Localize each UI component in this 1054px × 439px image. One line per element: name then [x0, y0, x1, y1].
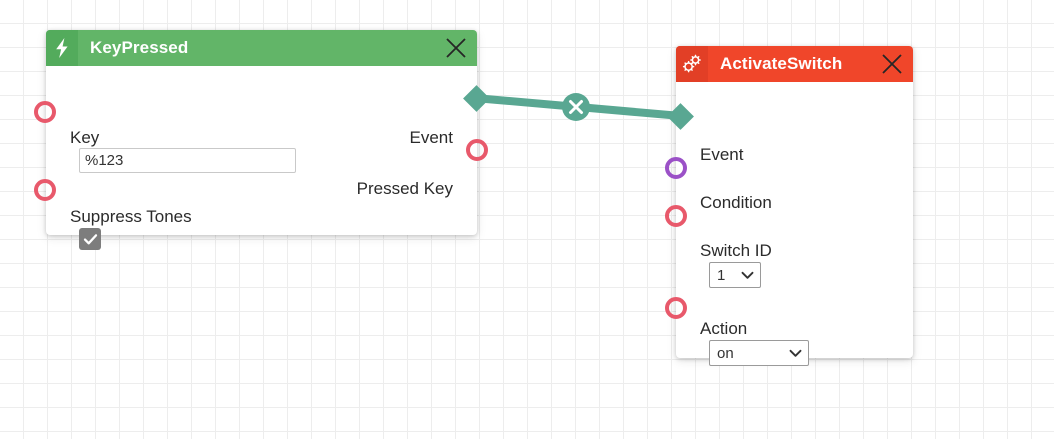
node-keypressed-output-label-pressed-key: Pressed Key [356, 179, 453, 198]
node-activateswitch-title: ActivateSwitch [720, 54, 843, 73]
port-keypressed-input-suppress-tones[interactable] [34, 179, 56, 201]
chevron-down-icon [741, 271, 754, 280]
node-activateswitch-body: Event Condition Switch ID 1 Action on [676, 82, 913, 366]
node-activateswitch[interactable]: ActivateSwitch Event Condition Switch ID… [676, 46, 913, 366]
port-activateswitch-input-condition[interactable] [665, 157, 687, 179]
action-select[interactable]: on [709, 340, 809, 366]
node-keypressed-input-label-suppress-tones: Suppress Tones [70, 207, 192, 226]
connection-keypressed-event-to-activateswitch-event[interactable] [482, 95, 685, 120]
node-keypressed-body: Key Suppress Tones Event Pressed Key [46, 66, 477, 250]
node-activateswitch-header[interactable]: ActivateSwitch [676, 46, 913, 82]
action-select-value: on [717, 344, 734, 362]
switch-id-select[interactable]: 1 [709, 262, 761, 288]
port-keypressed-output-pressed-key[interactable] [466, 139, 488, 161]
node-keypressed-input-label-key: Key [70, 128, 100, 147]
node-keypressed-title: KeyPressed [90, 38, 189, 57]
lightning-bolt-icon [46, 30, 78, 66]
chevron-down-icon [789, 349, 802, 358]
key-input[interactable] [79, 148, 296, 173]
port-activateswitch-input-switch-id[interactable] [665, 205, 687, 227]
node-keypressed-header[interactable]: KeyPressed [46, 30, 477, 66]
node-activateswitch-input-label-condition: Condition [700, 193, 772, 212]
node-keypressed-output-label-event: Event [409, 128, 453, 147]
node-activateswitch-input-label-event: Event [700, 145, 744, 164]
node-activateswitch-input-label-action: Action [700, 319, 748, 338]
port-keypressed-input-key[interactable] [34, 101, 56, 123]
switch-id-select-value: 1 [717, 266, 726, 284]
node-keypressed[interactable]: KeyPressed Key Suppress Tones Event Pres [46, 30, 477, 250]
check-icon [83, 233, 97, 244]
gears-icon [676, 46, 708, 82]
port-activateswitch-input-action[interactable] [665, 297, 687, 319]
node-keypressed-close-icon[interactable] [439, 30, 473, 66]
node-activateswitch-close-icon[interactable] [875, 46, 909, 82]
node-activateswitch-input-label-switch-id: Switch ID [700, 241, 772, 260]
suppress-tones-checkbox[interactable] [79, 228, 101, 250]
